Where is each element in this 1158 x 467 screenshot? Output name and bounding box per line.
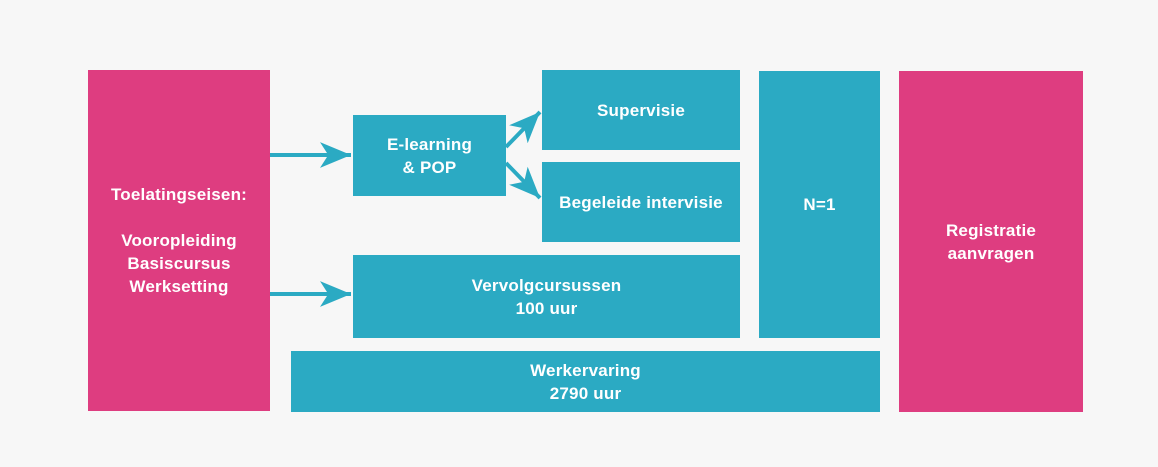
- box-elearning-pop: E-learning & POP: [353, 115, 506, 196]
- admission-title: Toelatingseisen:: [110, 185, 248, 204]
- box-work-experience: Werkervaring 2790 uur: [291, 351, 880, 412]
- supervision-label: Supervisie: [597, 100, 685, 120]
- box-guided-intervision: Begeleide intervisie: [542, 162, 740, 242]
- box-supervision: Supervisie: [542, 70, 740, 150]
- registration-line-2: aanvragen: [947, 243, 1035, 263]
- arrow-elearning-to-supervision: [504, 110, 542, 149]
- admission-item-werksetting: Werksetting: [129, 277, 229, 296]
- admission-item-vooropleiding: Vooropleiding: [121, 231, 237, 250]
- elearning-line-2: & POP: [402, 157, 457, 177]
- guided-intervision-label: Begeleide intervisie: [559, 192, 723, 212]
- work-experience-line-1: Werkervaring: [530, 360, 641, 380]
- box-follow-up-courses: Vervolgcursussen 100 uur: [353, 255, 740, 338]
- box-admission-requirements: Toelatingseisen: Vooropleiding Basiscurs…: [88, 70, 270, 411]
- registration-line-1: Registratie: [945, 220, 1037, 240]
- n-equals-one-label: N=1: [803, 195, 836, 214]
- box-n-equals-one: N=1: [759, 71, 880, 338]
- box-registration-request: Registratie aanvragen: [899, 71, 1083, 412]
- work-experience-line-2: 2790 uur: [549, 383, 622, 403]
- follow-up-courses-line-1: Vervolgcursussen: [471, 275, 622, 295]
- arrow-elearning-to-guided-intervision: [504, 161, 542, 200]
- admission-item-basiscursus: Basiscursus: [127, 254, 231, 273]
- follow-up-courses-line-2: 100 uur: [515, 298, 578, 318]
- elearning-line-1: E-learning: [386, 134, 473, 154]
